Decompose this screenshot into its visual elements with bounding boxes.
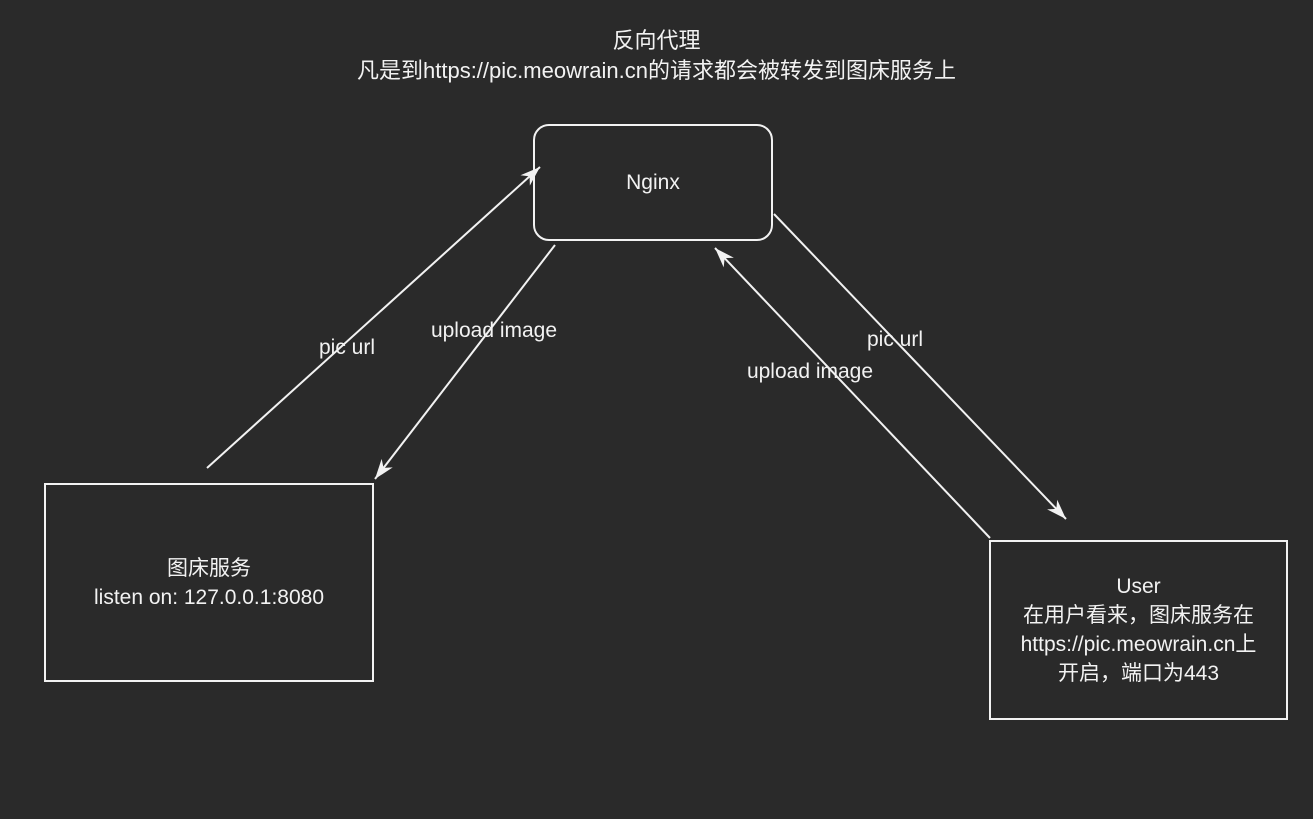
- title-line-2: 凡是到https://pic.meowrain.cn的请求都会被转发到图床服务上: [357, 58, 956, 83]
- edge-label-upload-image-right: upload image: [746, 360, 874, 383]
- node-nginx: Nginx: [533, 124, 773, 241]
- node-user: User 在用户看来，图床服务在 https://pic.meowrain.cn…: [989, 540, 1288, 720]
- edge-label-pic-url-right: pic url: [866, 328, 924, 351]
- title-line-1: 反向代理: [612, 28, 701, 53]
- node-image-service: 图床服务 listen on: 127.0.0.1:8080: [44, 483, 374, 682]
- image-service-listen-address: listen on: 127.0.0.1:8080: [93, 585, 324, 609]
- diagram-title: 反向代理 凡是到https://pic.meowrain.cn的请求都会被转发到…: [0, 26, 1313, 86]
- user-desc-line-3: 开启，端口为443: [1057, 662, 1220, 685]
- pic-url-right-arrow: [773, 213, 1067, 520]
- user-title: User: [1116, 575, 1161, 598]
- pic-url-left-arrow: [206, 166, 541, 469]
- image-service-title: 图床服务: [167, 556, 251, 580]
- user-desc-line-1: 在用户看来，图床服务在: [1023, 604, 1254, 627]
- user-desc-line-2: https://pic.meowrain.cn上: [1020, 633, 1257, 656]
- nginx-label: Nginx: [626, 171, 680, 194]
- upload-image-left-arrow: [374, 244, 556, 480]
- edge-label-upload-image-left: upload image: [430, 319, 558, 342]
- upload-image-right-arrow: [714, 247, 991, 539]
- edge-label-pic-url-left: pic url: [318, 336, 376, 359]
